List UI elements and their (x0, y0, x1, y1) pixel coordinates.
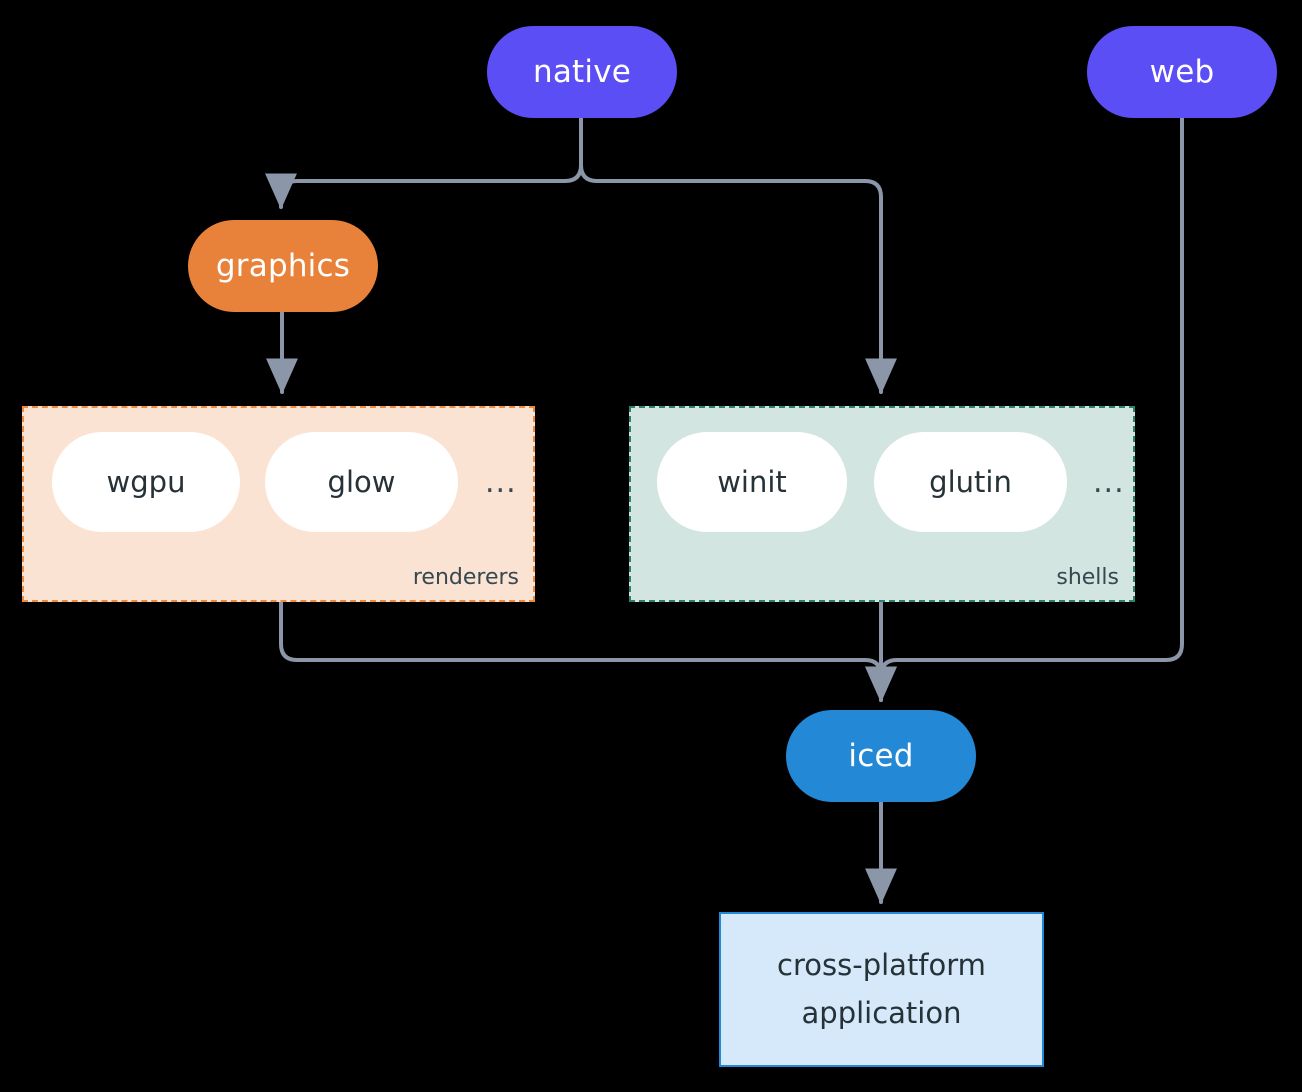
edge-renderers-to-iced (279, 600, 897, 703)
node-graphics[interactable]: graphics (188, 220, 378, 312)
chip-glow[interactable]: glow (265, 432, 458, 532)
edge-native-to-shells (579, 116, 897, 395)
node-iced-label: iced (848, 737, 914, 774)
cluster-renderers-label: renderers (412, 565, 519, 590)
application-label-line1: cross-platform (777, 947, 986, 982)
node-web[interactable]: web (1087, 26, 1277, 118)
chip-winit[interactable]: winit (657, 432, 847, 532)
cluster-shells: winit glutin ... shells (629, 406, 1135, 602)
shells-more-ellipsis: ... (1093, 465, 1125, 500)
node-web-label: web (1149, 53, 1215, 90)
cluster-shells-label: shells (1056, 565, 1119, 590)
cluster-renderers: wgpu glow ... renderers (22, 406, 535, 602)
node-native-label: native (532, 53, 632, 90)
chip-glutin-label: glutin (929, 465, 1012, 499)
chip-wgpu-label: wgpu (106, 465, 186, 499)
node-iced[interactable]: iced (786, 710, 976, 802)
chip-glutin[interactable]: glutin (874, 432, 1067, 532)
chip-wgpu[interactable]: wgpu (52, 432, 240, 532)
application-label-line2: application (801, 995, 962, 1030)
edge-native-to-graphics (265, 116, 583, 210)
node-native[interactable]: native (487, 26, 677, 118)
chip-glow-label: glow (327, 465, 396, 499)
renderers-more-ellipsis: ... (485, 465, 517, 500)
node-graphics-label: graphics (215, 247, 351, 284)
chip-winit-label: winit (717, 465, 787, 499)
node-cross-platform-application[interactable]: cross-platform application (719, 912, 1044, 1067)
